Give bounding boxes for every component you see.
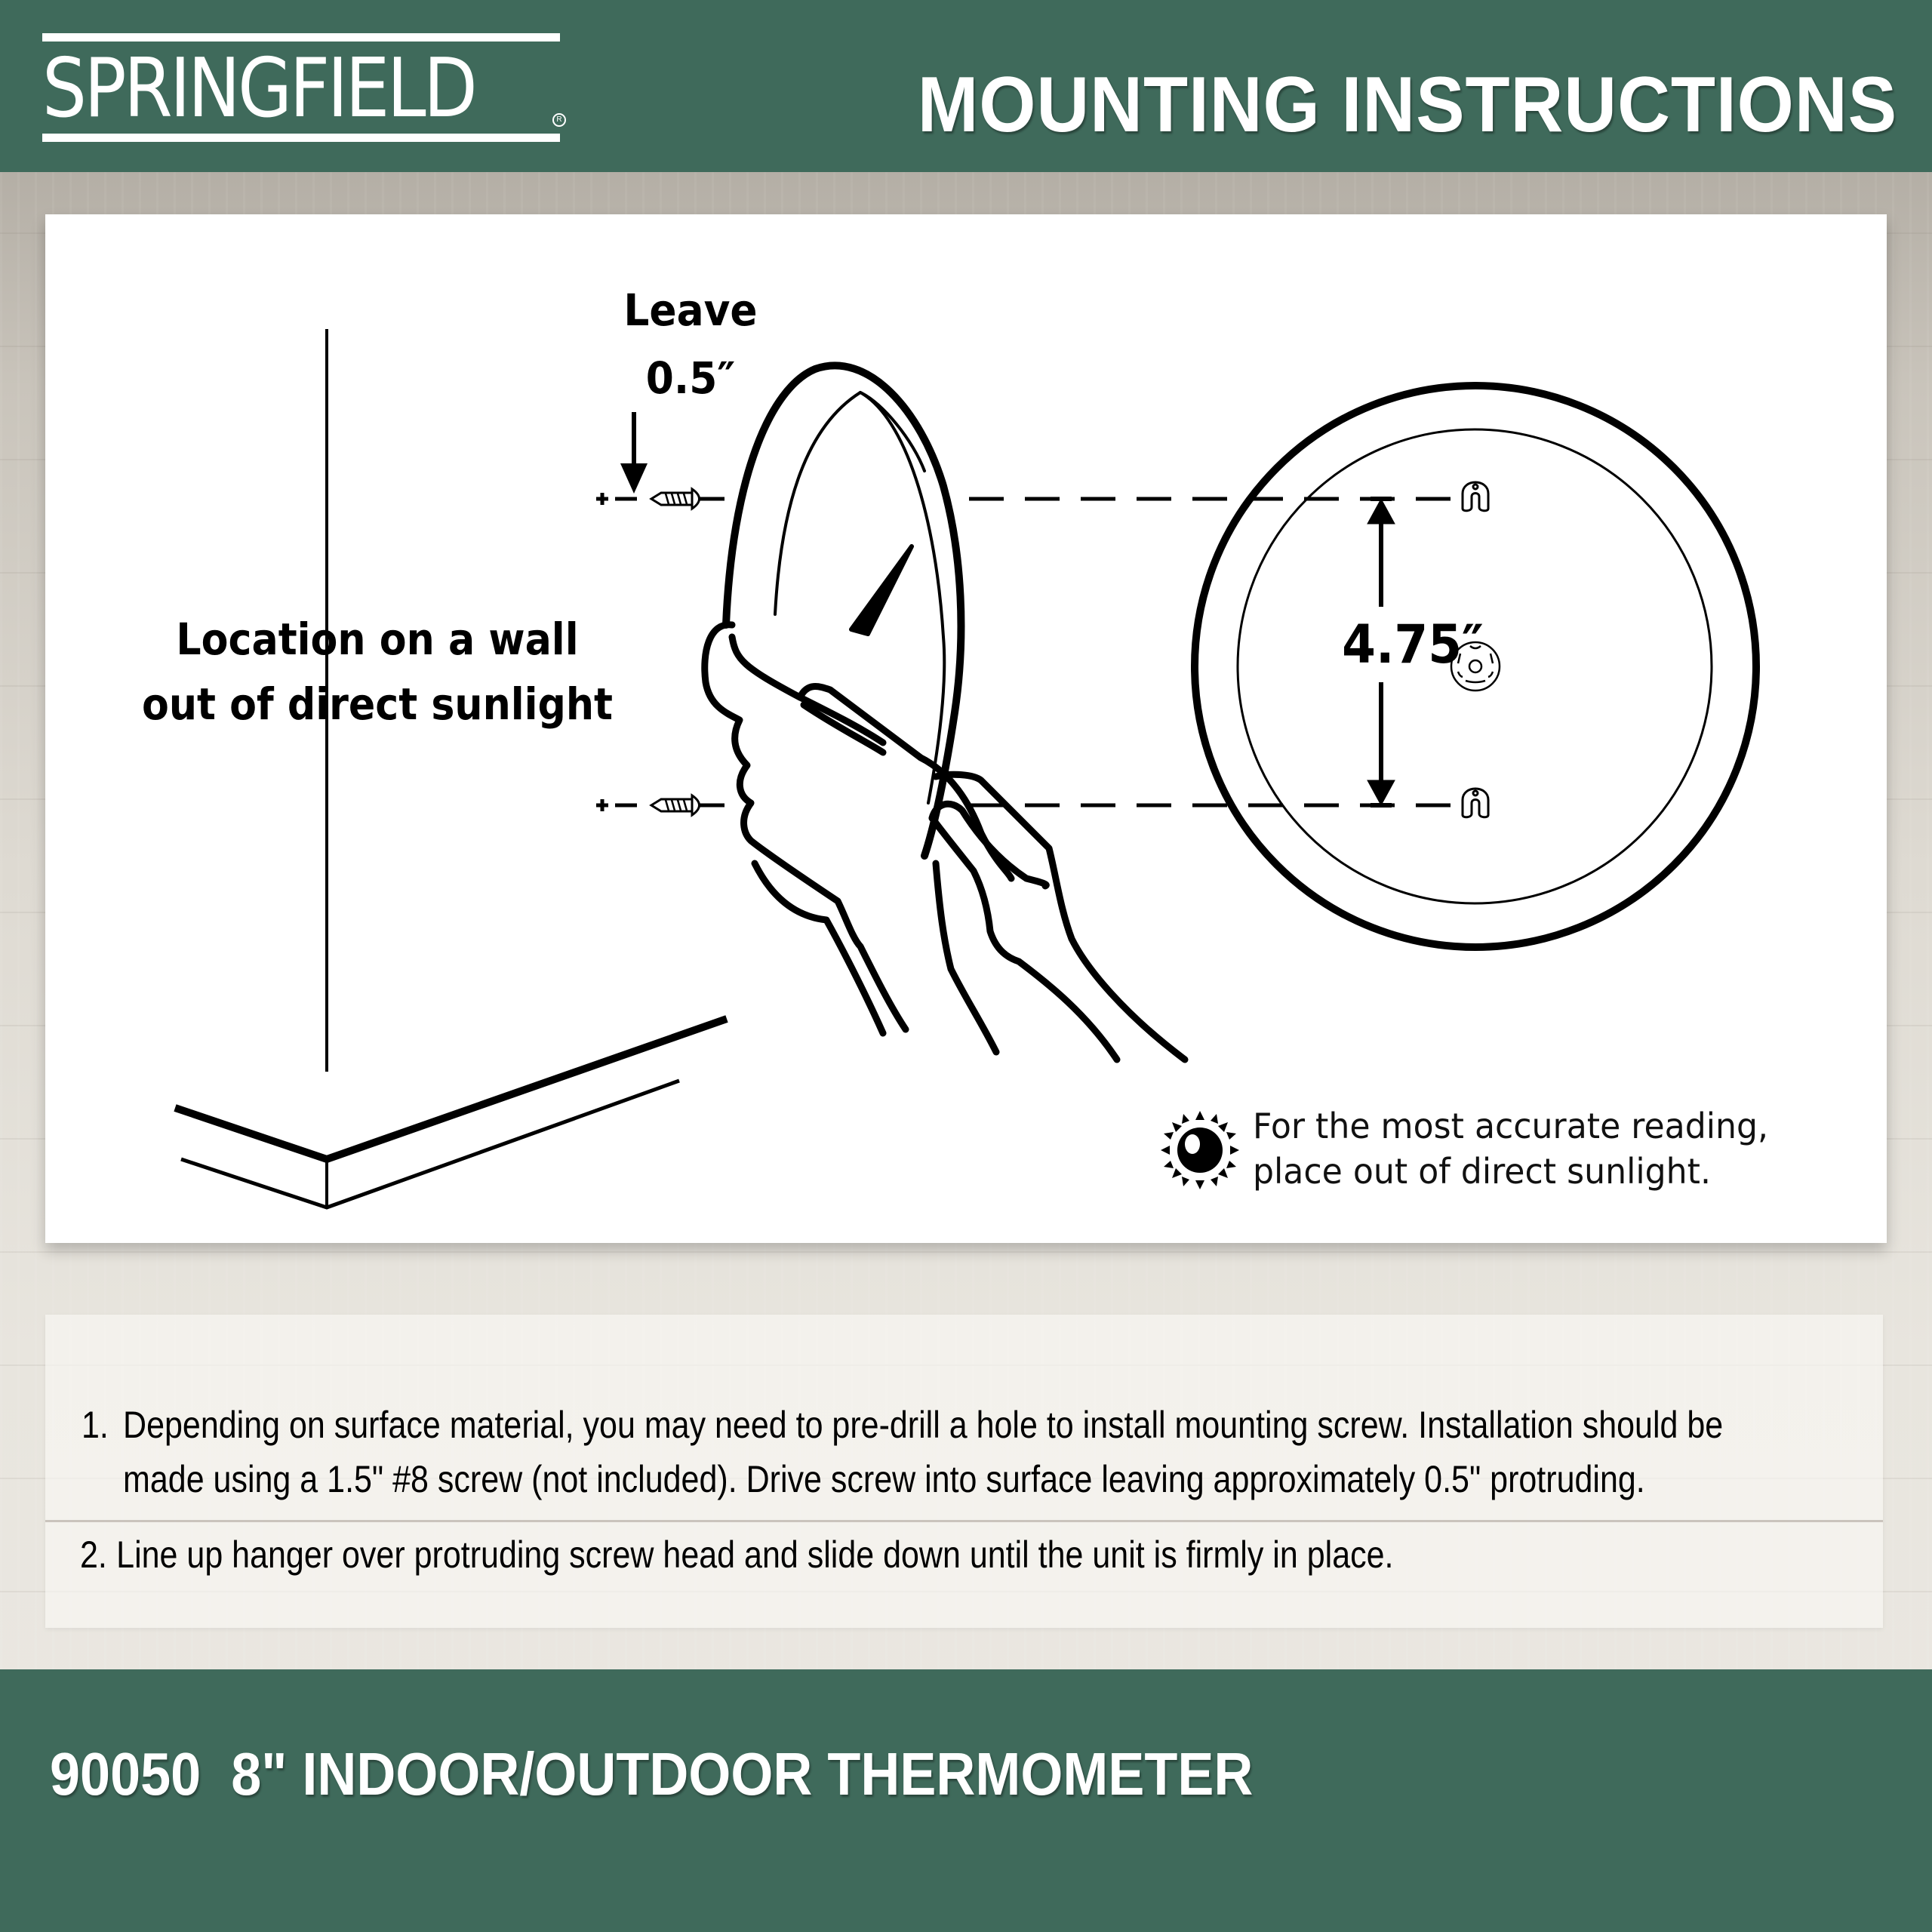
logo-bottom-rule — [42, 134, 560, 142]
center-mount-icon — [1450, 641, 1501, 692]
header-banner: SPRINGFIELD R MOUNTING INSTRUCTIONS — [0, 0, 1932, 172]
instructions-panel: 1. Depending on surface material, you may… — [45, 1315, 1883, 1628]
dimension-arrow-icon — [1367, 497, 1395, 808]
wood-plank-seam — [45, 1520, 1883, 1522]
hands-holding-thermometer-illustration — [701, 361, 1189, 1063]
location-label: Location on a wall out of direct sunligh… — [106, 607, 649, 737]
registered-mark-icon: R — [552, 113, 566, 127]
step-text-line2: made using a 1.5" #8 screw (not included… — [123, 1458, 1645, 1500]
diagram-card: Leave 0.5″ Location on a wall out of dir… — [45, 214, 1887, 1243]
sunlight-note-text: For the most accurate reading, place out… — [1253, 1103, 1768, 1194]
page-title: MOUNTING INSTRUCTIONS — [917, 61, 1897, 149]
sunlight-note: For the most accurate reading, place out… — [1159, 1103, 1854, 1201]
step-text-line1: Depending on surface material, you may n… — [123, 1404, 1724, 1446]
location-label-line2: out of direct sunlight — [141, 678, 614, 730]
location-label-line1: Location on a wall — [176, 614, 579, 665]
mounting-diagram — [174, 329, 1760, 1210]
leave-label-line1: Leave — [623, 285, 758, 336]
sunlight-note-line1: For the most accurate reading, — [1253, 1106, 1769, 1146]
keyhole-hanger-icon-bottom — [1461, 787, 1490, 819]
screw-icon-bottom — [596, 793, 724, 817]
sun-icon — [1161, 1111, 1239, 1189]
wall-corner-illustration — [174, 329, 728, 1210]
logo-wordmark: SPRINGFIELD — [42, 42, 478, 136]
thermometer-back-illustration — [1191, 382, 1760, 951]
springfield-logo: SPRINGFIELD R — [42, 33, 566, 143]
down-arrow-icon — [620, 412, 648, 494]
screw-icon-top — [596, 487, 724, 511]
logo-top-rule — [42, 33, 560, 42]
product-name: 90050 8" INDOOR/OUTDOOR THERMOMETER — [50, 1740, 1254, 1807]
hole-spacing-dimension: 4.75″ — [1342, 614, 1484, 675]
step-number: 2. — [80, 1534, 107, 1576]
sunlight-note-line2: place out of direct sunlight. — [1253, 1151, 1711, 1192]
footer-banner: 90050 8" INDOOR/OUTDOOR THERMOMETER — [0, 1669, 1932, 1932]
leave-gap-label: Leave 0.5″ — [583, 276, 798, 412]
instruction-step-1: 1. Depending on surface material, you may… — [82, 1398, 1899, 1506]
instruction-step-2: 2.Line up hanger over protruding screw h… — [80, 1527, 1393, 1582]
step-text-line1: Line up hanger over protruding screw hea… — [116, 1534, 1394, 1576]
keyhole-hanger-icon-top — [1461, 481, 1490, 512]
leave-label-line2: 0.5″ — [645, 352, 736, 404]
step-number: 1. — [82, 1404, 109, 1446]
